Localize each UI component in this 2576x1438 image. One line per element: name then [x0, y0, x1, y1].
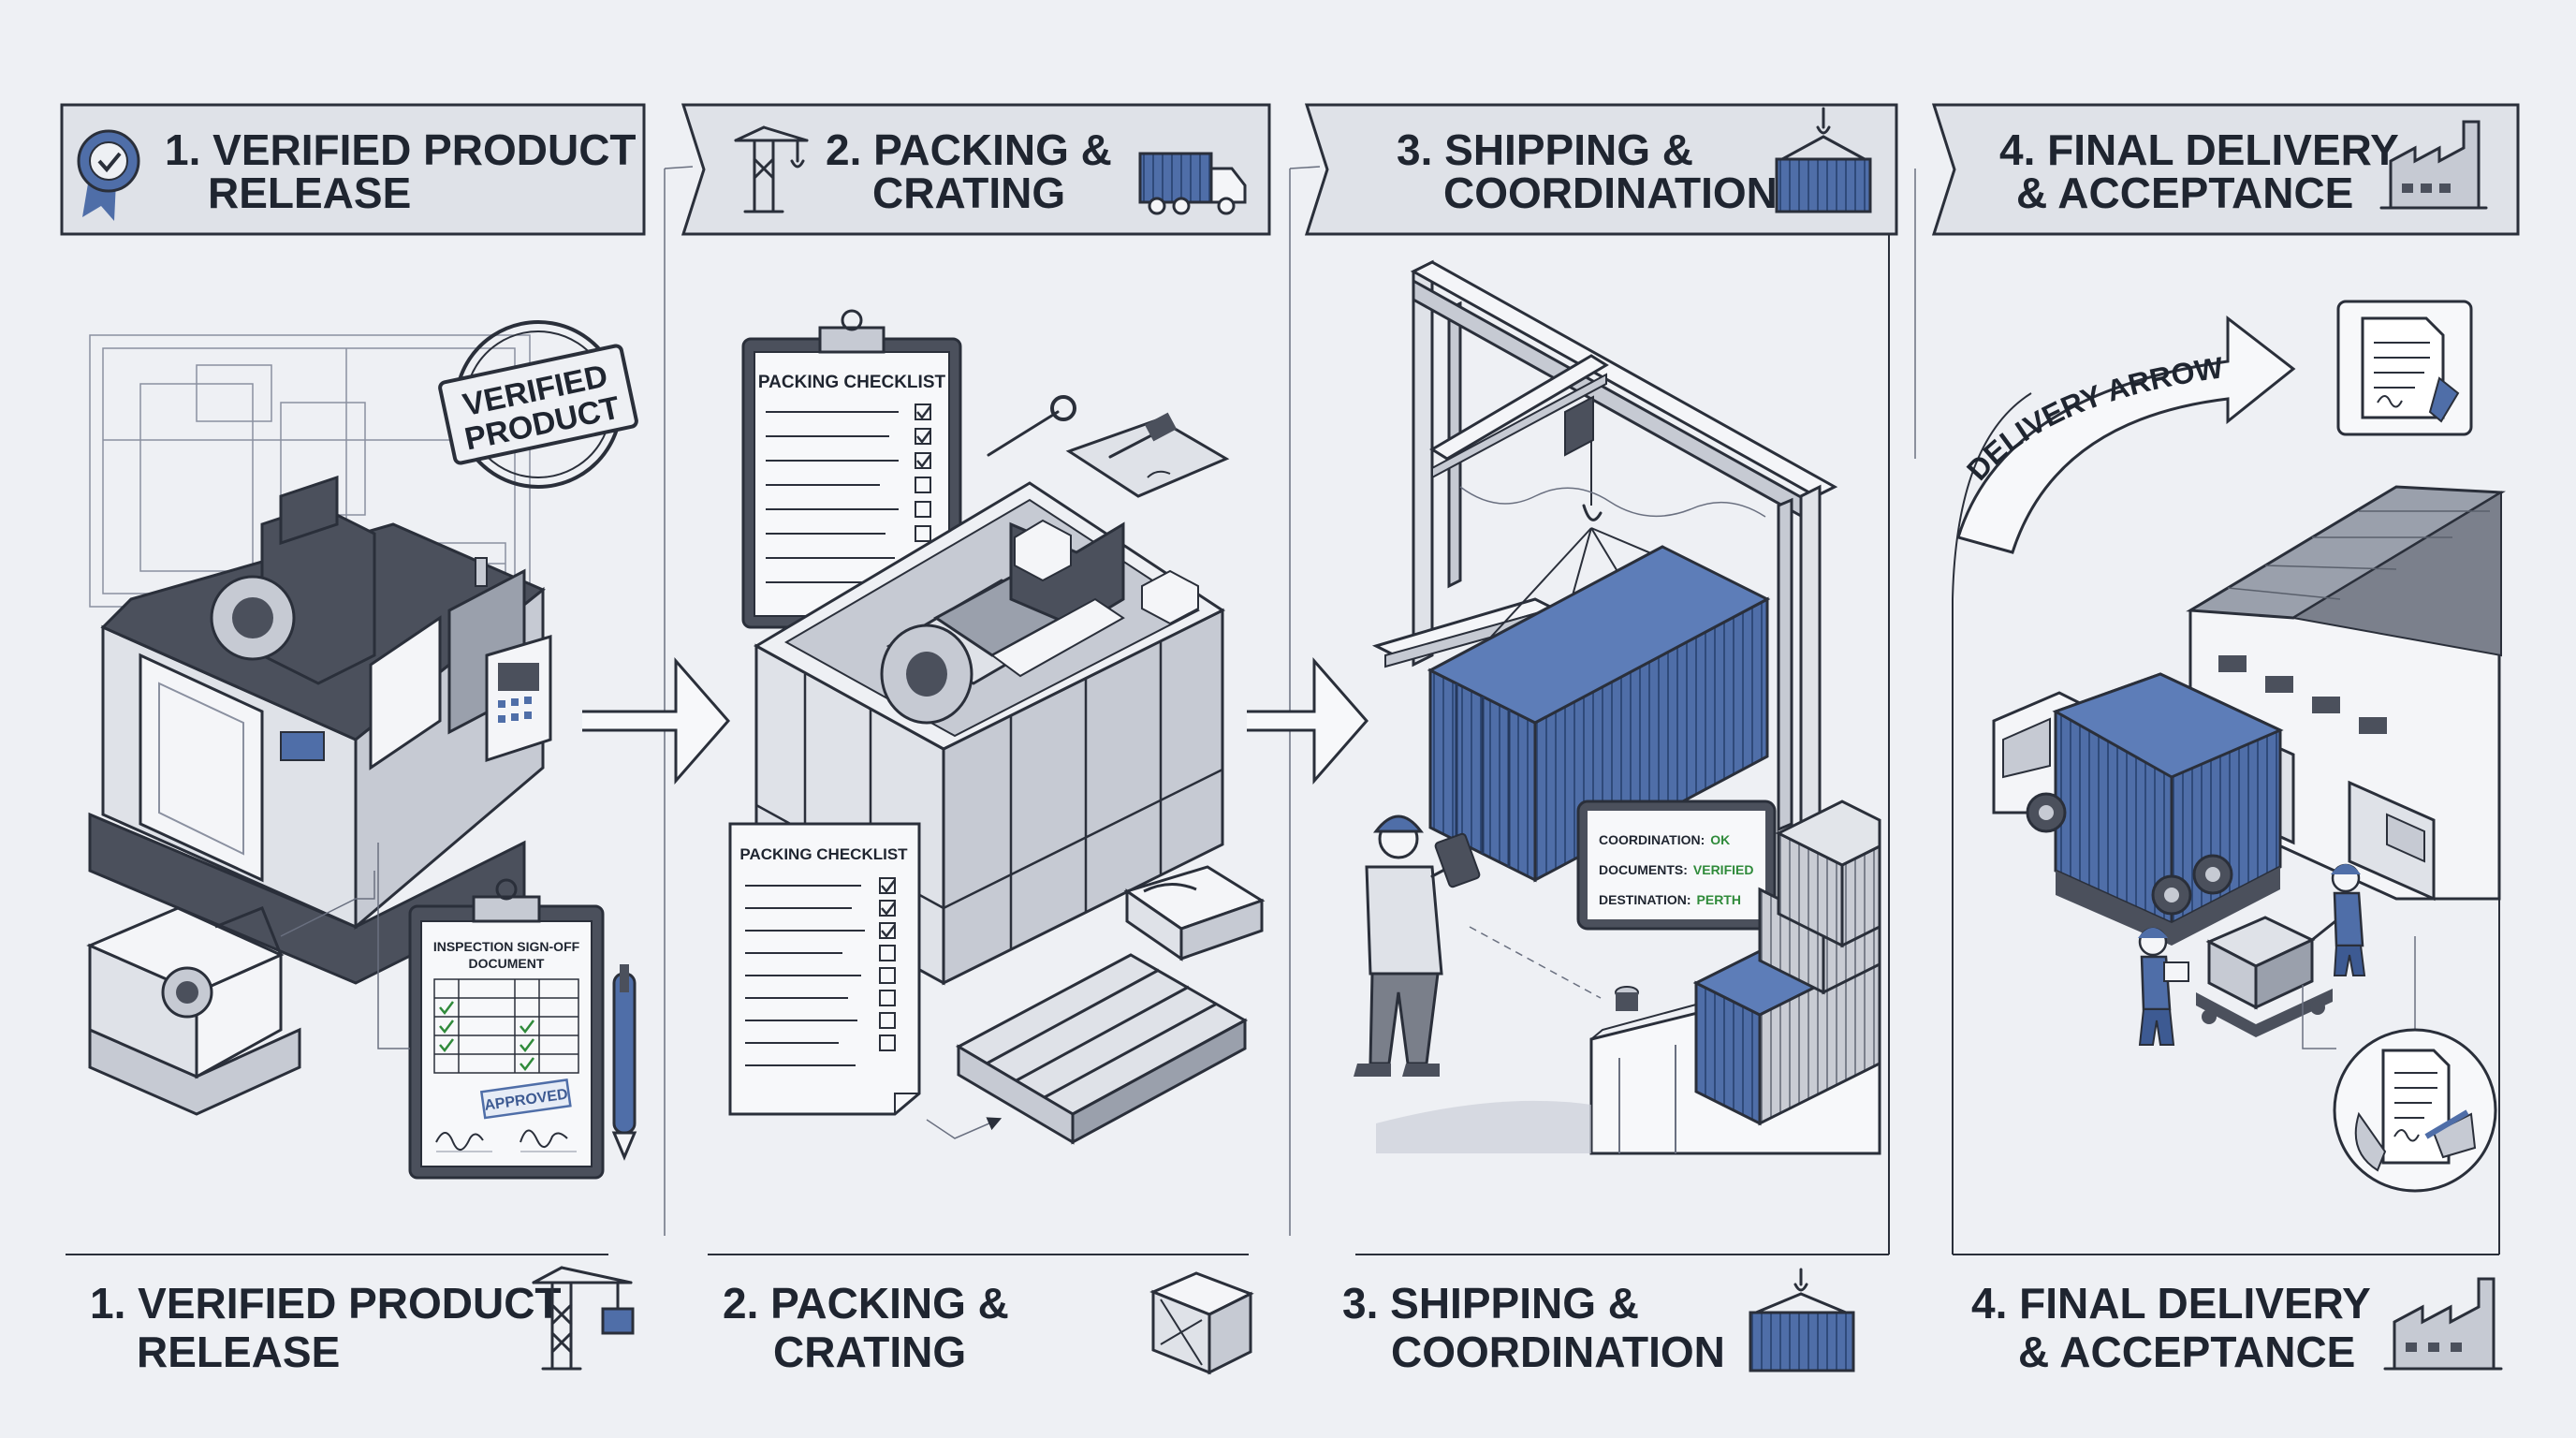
wooden-crate: [753, 481, 1226, 986]
tablet-row3-value: PERTH: [1697, 892, 1741, 907]
flow-arrow-2-to-3: [1247, 657, 1368, 785]
step4-header: 4. FINAL DELIVERY & ACCEPTANCE: [1931, 103, 2520, 236]
step2-header: 2. PACKING & CRATING: [681, 103, 1271, 236]
wooden-pallet: [926, 953, 1249, 1145]
flow-arrow-1-to-2: [582, 657, 730, 785]
step3-header-line1: 3. SHIPPING &: [1397, 125, 1693, 174]
tablet-row2-label: DOCUMENTS:: [1599, 862, 1688, 877]
gantry-crane: [1371, 259, 1838, 911]
wrench-icon: [987, 395, 1076, 457]
tablet-row1-value: OK: [1710, 832, 1730, 847]
step1-header: 1. VERIFIED PRODUCT RELEASE: [60, 103, 646, 236]
panel2-illustration: PACKING CHECKLIST: [728, 309, 1266, 1145]
step1-header-line2: RELEASE: [208, 169, 411, 217]
hoisted-container-footer-icon: [1749, 1268, 1855, 1372]
workers-with-cart: [2138, 863, 2366, 1046]
svg-text:COORDINATION:OK: COORDINATION: OK: [1599, 832, 1730, 847]
tablet-row3-label: DESTINATION:: [1599, 892, 1691, 907]
step3-header: 3. SHIPPING & COORDINATION: [1304, 103, 1898, 236]
panel3-illustration: COORDINATION: OK DOCUMENTS: VERIFIED DESTI…: [1354, 259, 1881, 1155]
foam-padding: [1123, 865, 1266, 961]
step4-header-line2: & ACCEPTANCE: [2016, 169, 2353, 217]
worker-with-tablet: [1354, 814, 1602, 1077]
delivery-truck: [1992, 672, 2284, 946]
inspection-doc-title-line2: DOCUMENT: [469, 956, 545, 971]
step4-footer-line2: & ACCEPTANCE: [2018, 1328, 2355, 1376]
crane-footer-load: [601, 1307, 635, 1335]
signed-document-icon: [2336, 300, 2473, 436]
step2-header-line1: 2. PACKING &: [826, 125, 1112, 174]
crate-footer-icon: [1149, 1271, 1254, 1375]
crane-icon: [734, 125, 809, 213]
packing-checklist-top-title: PACKING CHECKLIST: [758, 373, 946, 392]
coordination-tablet-callout: COORDINATION: OK DOCUMENTS: VERIFIED DESTI…: [1576, 800, 1777, 931]
tool-mat: [1065, 412, 1230, 498]
step3-footer-line2: COORDINATION: [1391, 1328, 1725, 1376]
mooring-bollard-icon: [1615, 986, 1639, 1011]
step4-header-line1: 4. FINAL DELIVERY: [1999, 125, 2399, 174]
inspection-doc-title-line1: INSPECTION SIGN-OFF: [433, 939, 580, 954]
svg-text:DOCUMENTS:VERIFIED: DOCUMENTS: VERIFIED: [1599, 862, 1753, 877]
svg-text:DESTINATION:PERTH: DESTINATION: PERTH: [1599, 892, 1741, 907]
step3-header-line2: COORDINATION: [1443, 169, 1778, 217]
factory-icon: [2379, 120, 2488, 210]
inspection-signoff-clipboard: INSPECTION SIGN-OFF DOCUMENT APPROVED: [408, 878, 605, 1180]
packing-checklist-bottom-title: PACKING CHECKLIST: [739, 845, 908, 863]
panel4-illustration: DELIVERY ARROW: [1956, 300, 2506, 1193]
hoisted-container-icon: [1775, 107, 1872, 213]
step1-header-line1: 1. VERIFIED PRODUCT: [165, 125, 637, 174]
step3-footer-line1: 3. SHIPPING &: [1342, 1279, 1639, 1328]
step2-footer-line1: 2. PACKING &: [723, 1279, 1009, 1328]
panel1-illustration: VERIFIED PRODUCT: [86, 320, 638, 1180]
factory-footer-icon: [2383, 1277, 2503, 1371]
signing-acceptance-icon: [2302, 936, 2497, 1193]
step2-footer-line2: CRATING: [773, 1328, 966, 1376]
panel-dividers: [664, 166, 2500, 1255]
step1-footer-line1: 1. VERIFIED PRODUCT: [90, 1279, 562, 1328]
stacked-containers: [1692, 800, 1881, 1126]
small-lathe: [86, 871, 375, 1116]
packing-checklist-bottom: PACKING CHECKLIST: [728, 822, 921, 1116]
truck-icon: [1138, 152, 1247, 215]
crane-footer-icon: [532, 1266, 633, 1371]
step2-header-line2: CRATING: [872, 169, 1065, 217]
footer-row: 1. VERIFIED PRODUCT RELEASE 2. PACKING &…: [66, 1254, 2503, 1376]
step4-footer-line1: 4. FINAL DELIVERY: [1971, 1279, 2371, 1328]
tablet-row2-value: VERIFIED: [1693, 862, 1754, 877]
verified-badge-icon: [77, 129, 140, 221]
delivery-arrow: DELIVERY ARROW: [1956, 315, 2296, 554]
tablet-row1-label: COORDINATION:: [1599, 832, 1705, 847]
step1-footer-line2: RELEASE: [137, 1328, 340, 1376]
pen-icon: [611, 964, 637, 1161]
